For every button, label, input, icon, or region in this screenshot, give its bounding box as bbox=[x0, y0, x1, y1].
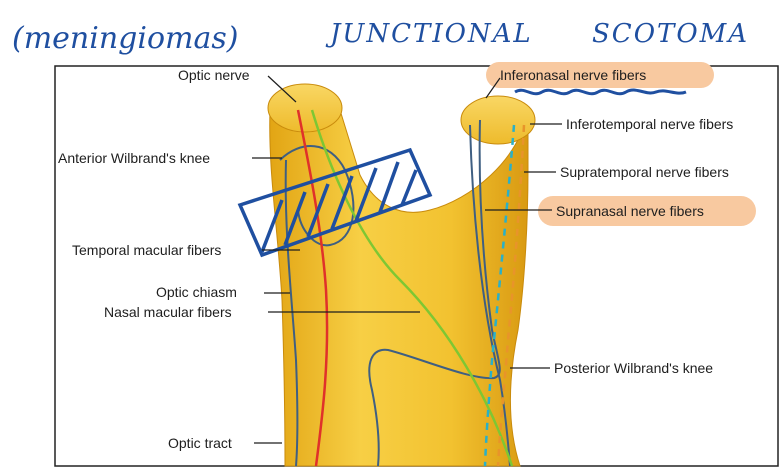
right-optic-nerve-top bbox=[461, 96, 535, 144]
label-nasal-macular: Nasal macular fibers bbox=[104, 304, 232, 320]
label-optic-chiasm: Optic chiasm bbox=[156, 284, 237, 300]
label-inferonasal: Inferonasal nerve fibers bbox=[500, 67, 646, 83]
handwritten-underline bbox=[515, 90, 686, 94]
handwritten-meningiomas: (meningiomas) bbox=[12, 21, 238, 56]
label-optic-tract: Optic tract bbox=[168, 435, 232, 451]
label-optic-nerve: Optic nerve bbox=[178, 67, 250, 83]
left-optic-nerve-top bbox=[268, 84, 342, 132]
label-temporal-macular: Temporal macular fibers bbox=[72, 242, 221, 258]
label-anterior-knee: Anterior Wilbrand's knee bbox=[58, 150, 210, 166]
label-inferotemporal: Inferotemporal nerve fibers bbox=[566, 116, 733, 132]
label-supranasal: Supranasal nerve fibers bbox=[556, 203, 704, 219]
label-posterior-knee: Posterior Wilbrand's knee bbox=[554, 360, 713, 376]
handwritten-scotoma: SCOTOMA bbox=[592, 19, 749, 49]
label-supratemporal: Supratemporal nerve fibers bbox=[560, 164, 729, 180]
handwritten-junctional: JUNCTIONAL bbox=[325, 19, 533, 49]
